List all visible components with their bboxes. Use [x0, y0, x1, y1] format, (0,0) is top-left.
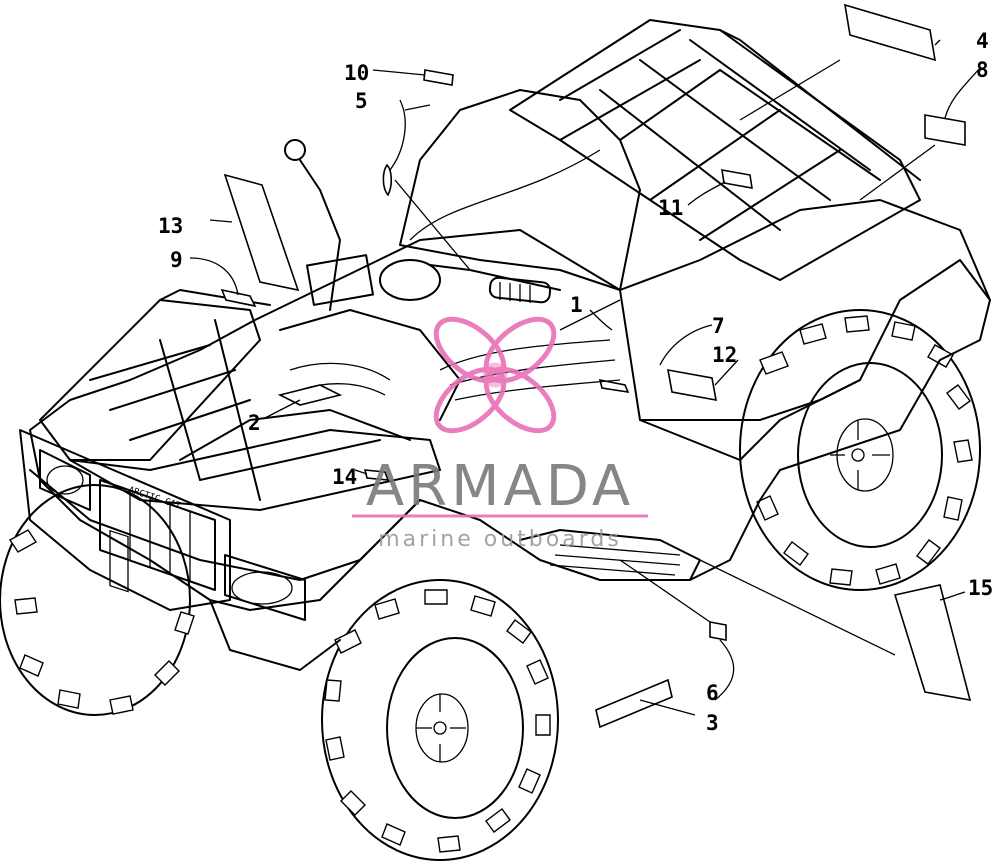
armada-logo-icon [433, 316, 557, 434]
callout-labels: 10 5 4 8 13 9 11 1 7 12 2 14 15 6 3 [158, 29, 993, 735]
callout-7: 7 [712, 314, 725, 338]
rear-tire-tread [756, 315, 973, 586]
callout-15: 15 [968, 576, 993, 600]
callout-9: 9 [170, 248, 183, 272]
atv-body [29, 89, 991, 671]
decal-10 [423, 69, 454, 86]
rear-right-wheel [739, 309, 981, 591]
decal-3 [595, 678, 673, 729]
grille: ARCTIC CAT [99, 479, 216, 593]
footrest-grid [549, 544, 681, 576]
rear-rack [509, 19, 921, 281]
watermark-tagline: marine outboards [378, 527, 622, 552]
callout-6: 6 [706, 681, 719, 705]
callout-3: 3 [706, 711, 719, 735]
front-wheel-lugs [416, 694, 466, 762]
right-grip [488, 276, 552, 304]
left-headlight [39, 449, 91, 511]
decal-2 [277, 384, 343, 406]
callout-8: 8 [976, 58, 989, 82]
callout-14: 14 [332, 465, 357, 489]
decal-15 [893, 584, 972, 702]
right-headlight [224, 554, 306, 621]
callout-12: 12 [712, 343, 737, 367]
callout-2: 2 [248, 411, 261, 435]
callout-10: 10 [344, 61, 369, 85]
decal-14 [363, 469, 390, 481]
decals [220, 3, 972, 729]
handlebars [284, 139, 561, 311]
decal-13 [223, 173, 300, 292]
front-right-tread [324, 589, 551, 853]
front-left-wheel [0, 484, 195, 716]
watermark-brand: ARMADA [366, 454, 634, 519]
decal-8 [924, 114, 966, 146]
armada-watermark: ARMADA marine outboards [352, 316, 648, 552]
front-left-tread [8, 529, 195, 715]
decal-7 [598, 378, 630, 394]
leader-lines [189, 39, 981, 716]
decal-11 [721, 169, 753, 189]
callout-5: 5 [355, 89, 368, 113]
decal-9 [220, 288, 257, 308]
grille-badge: ARCTIC CAT [127, 485, 182, 511]
decal-6 [709, 621, 727, 641]
decal-12 [667, 369, 717, 401]
rear-wheel-spokes [830, 420, 890, 490]
front-right-wheel [321, 579, 559, 861]
front-fascia: ARCTIC CAT [19, 429, 306, 621]
callout-13: 13 [158, 214, 183, 238]
callout-11: 11 [658, 196, 683, 220]
decal-4 [844, 3, 936, 62]
callout-1: 1 [570, 293, 583, 317]
callout-4: 4 [976, 29, 989, 53]
decal-5 [382, 163, 393, 197]
